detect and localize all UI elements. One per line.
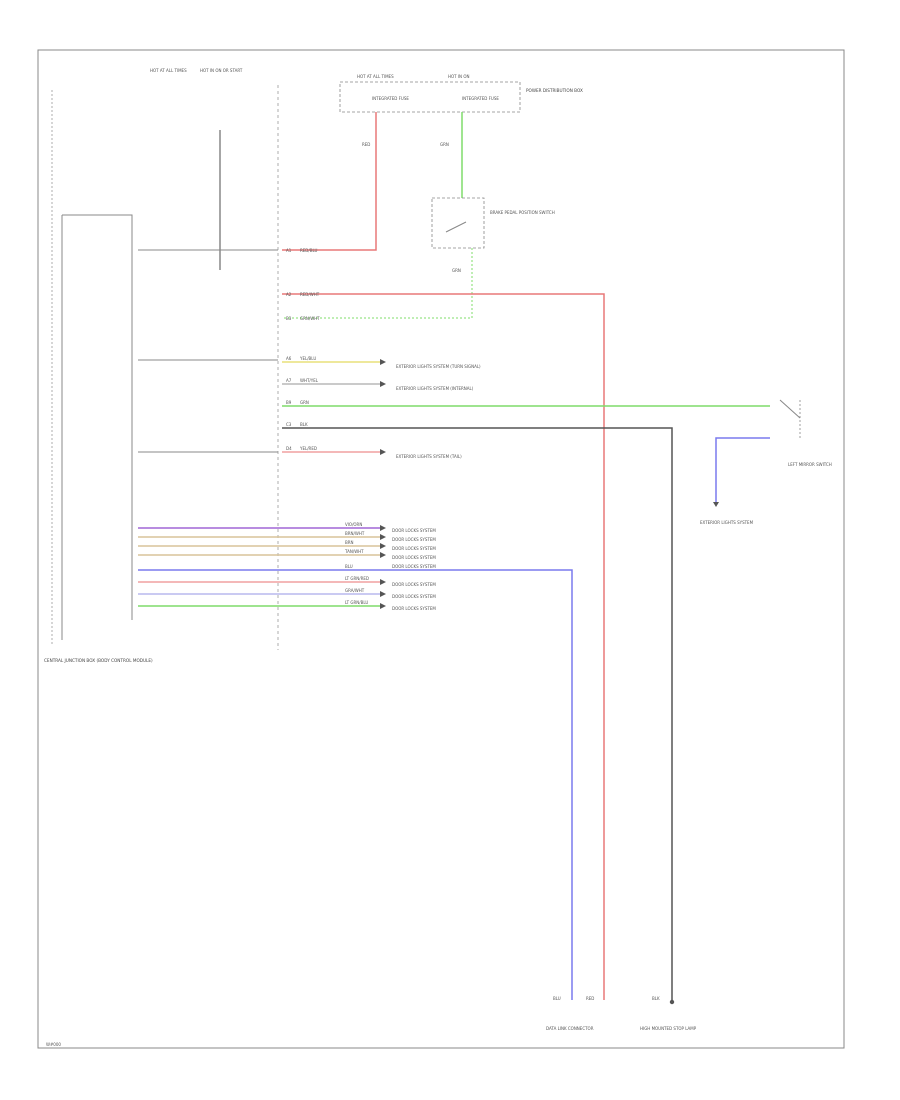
svg-text:BLK: BLK [300, 422, 308, 427]
fuse-hot-label-1: HOT AT ALL TIMES [357, 74, 394, 79]
svg-text:YEL/BLU: YEL/BLU [299, 356, 316, 361]
data-row: TAN/WHT DOOR LOCKS SYSTEM [138, 549, 436, 560]
dlc-label: DATA LINK CONNECTOR [546, 1026, 594, 1031]
box-title: POWER DISTRIBUTION BOX [526, 88, 583, 93]
data-row: BRN/WHT DOOR LOCKS SYSTEM [138, 531, 436, 542]
pin-row: A2 RED/WHT [286, 292, 320, 297]
data-row: LT GRN/RED DOOR LOCKS SYSTEM [138, 576, 436, 587]
diagram-frame [37, 49, 845, 1049]
svg-text:A6: A6 [286, 356, 292, 361]
svg-text:GRN/WHT: GRN/WHT [300, 316, 320, 321]
wire-black-main [282, 427, 673, 1000]
svg-text:EXTERIOR LIGHTS SYSTEM (INTERN: EXTERIOR LIGHTS SYSTEM (INTERNAL) [396, 386, 474, 391]
svg-text:EXTERIOR LIGHTS SYSTEM (TURN S: EXTERIOR LIGHTS SYSTEM (TURN SIGNAL) [396, 364, 481, 369]
wire-blue-mirror [715, 437, 770, 502]
hot-label-2: HOT IN ON OR START [200, 68, 243, 73]
svg-text:C3: C3 [286, 422, 292, 427]
fuse-a-label: INTEGRATED FUSE [372, 96, 409, 101]
wire-red-label: RED [362, 142, 370, 147]
svg-text:BRN/WHT: BRN/WHT [345, 531, 365, 536]
svg-text:EXTERIOR LIGHTS SYSTEM (TAIL): EXTERIOR LIGHTS SYSTEM (TAIL) [396, 454, 462, 459]
pin-row: D4 YEL/RED EXTERIOR LIGHTS SYSTEM (TAIL) [282, 446, 462, 459]
svg-text:A2: A2 [286, 292, 292, 297]
svg-text:A1: A1 [286, 248, 292, 253]
svg-text:YEL/RED: YEL/RED [299, 446, 317, 451]
svg-text:DOOR LOCKS SYSTEM: DOOR LOCKS SYSTEM [392, 528, 436, 533]
pin-row: C3 BLK [286, 422, 308, 427]
arrow-ground [713, 502, 719, 507]
wire-red-main [282, 293, 605, 1000]
svg-text:LT GRN/BLU: LT GRN/BLU [345, 600, 368, 605]
svg-text:RED/BLU: RED/BLU [300, 248, 318, 253]
module-label: CENTRAL JUNCTION BOX (BODY CONTROL MODUL… [44, 658, 153, 663]
wire-grn-label: GRN [440, 142, 449, 147]
ground-node [669, 999, 675, 1005]
svg-text:BLU: BLU [345, 564, 353, 569]
pin-row: B3 GRN/WHT [286, 316, 320, 321]
svg-text:DOOR LOCKS SYSTEM: DOOR LOCKS SYSTEM [392, 546, 436, 551]
mirror-switch-contact [779, 399, 801, 419]
svg-text:DOOR LOCKS SYSTEM: DOOR LOCKS SYSTEM [392, 606, 436, 611]
svg-text:D4: D4 [286, 446, 292, 451]
data-row: VIO/ORN DOOR LOCKS SYSTEM [138, 522, 436, 533]
fuse-b-label: INTEGRATED FUSE [462, 96, 499, 101]
data-row: LT GRN/BLU DOOR LOCKS SYSTEM [138, 600, 436, 611]
mirror-switch-label: LEFT MIRROR SWITCH [788, 462, 832, 467]
data-row: BLU DOOR LOCKS SYSTEM [138, 564, 573, 1000]
fuse-hot-label-2: HOT IN ON [448, 74, 469, 79]
svg-text:B9: B9 [286, 400, 292, 405]
wire-red-feed [282, 112, 377, 251]
pin-row: A7 WHT/YEL EXTERIOR LIGHTS SYSTEM (INTER… [282, 378, 474, 391]
svg-text:GRA/WHT: GRA/WHT [345, 588, 365, 593]
bottom-blk-label: BLK [652, 996, 660, 1001]
svg-text:TAN/WHT: TAN/WHT [344, 549, 364, 554]
data-rows: VIO/ORN DOOR LOCKS SYSTEM BRN/WHT DOOR L… [138, 522, 573, 1000]
data-row: BRN DOOR LOCKS SYSTEM [138, 540, 436, 551]
brake-switch-wire: GRN [452, 268, 461, 273]
svg-text:WHT/YEL: WHT/YEL [300, 378, 319, 383]
brake-switch-contact [445, 221, 467, 233]
hot-label-1: HOT AT ALL TIMES [150, 68, 187, 73]
svg-text:DOOR LOCKS SYSTEM: DOOR LOCKS SYSTEM [392, 555, 436, 560]
data-row: GRA/WHT DOOR LOCKS SYSTEM [138, 588, 436, 599]
svg-text:B3: B3 [286, 316, 292, 321]
bottom-blu-label: BLU [553, 996, 561, 1001]
svg-text:VIO/ORN: VIO/ORN [345, 522, 362, 527]
svg-text:DOOR LOCKS SYSTEM: DOOR LOCKS SYSTEM [392, 564, 436, 569]
power-distribution-box [339, 81, 521, 113]
brake-switch-label: BRAKE PEDAL POSITION SWITCH [490, 210, 555, 215]
svg-text:BRN: BRN [345, 540, 354, 545]
bottom-red-label: RED [586, 996, 594, 1001]
svg-text:A7: A7 [286, 378, 292, 383]
svg-text:DOOR LOCKS SYSTEM: DOOR LOCKS SYSTEM [392, 537, 436, 542]
svg-text:RED/WHT: RED/WHT [300, 292, 320, 297]
brake-switch-box [431, 197, 485, 249]
pin-row: A1 RED/BLU [286, 248, 318, 253]
diagram-id: W#000 [46, 1042, 61, 1047]
module-outline [62, 214, 133, 620]
pin-row: B9 GRN [286, 400, 309, 405]
wire-green-switch-out [282, 248, 473, 319]
svg-text:LT GRN/RED: LT GRN/RED [345, 576, 369, 581]
pin-row: A6 YEL/BLU EXTERIOR LIGHTS SYSTEM (TURN … [282, 356, 481, 369]
svg-text:GRN: GRN [300, 400, 309, 405]
ground-label: EXTERIOR LIGHTS SYSTEM [700, 520, 754, 525]
svg-text:DOOR LOCKS SYSTEM: DOOR LOCKS SYSTEM [392, 594, 436, 599]
pin-rows: A1 RED/BLU A2 RED/WHT B3 GRN/WHT A6 YEL/… [282, 248, 481, 459]
stop-lamp-label: HIGH MOUNTED STOP LAMP [640, 1026, 697, 1031]
svg-text:DOOR LOCKS SYSTEM: DOOR LOCKS SYSTEM [392, 582, 436, 587]
